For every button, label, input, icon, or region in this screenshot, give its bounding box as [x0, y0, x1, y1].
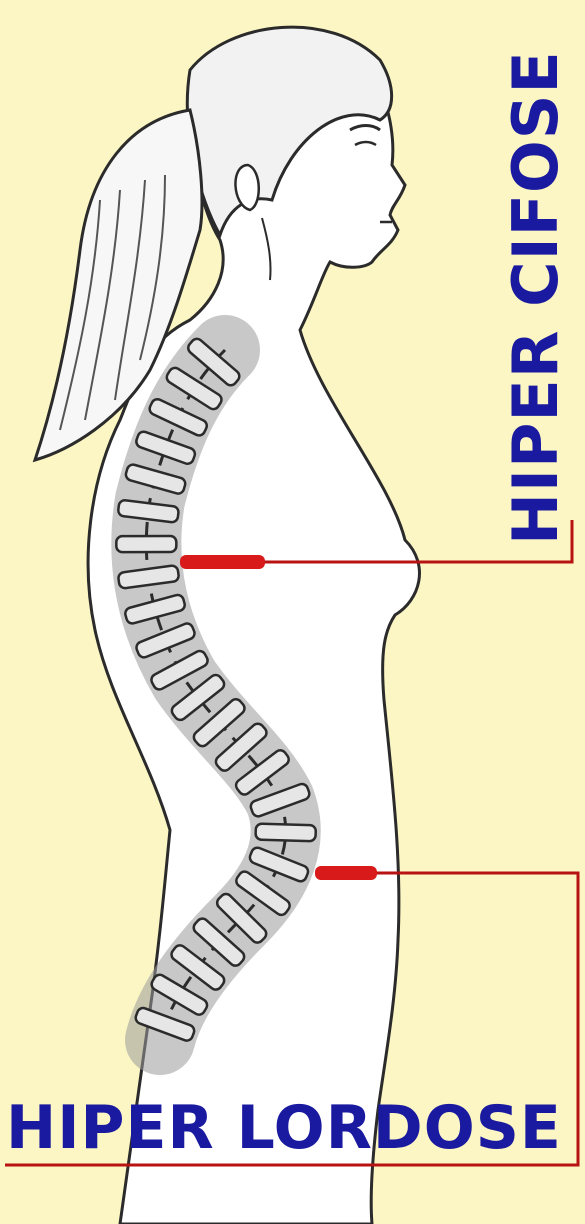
label-hiper-cifose: HIPER CIFOSE	[505, 50, 567, 545]
marker-lower	[315, 866, 377, 880]
vertebra	[255, 824, 315, 842]
vertebra	[116, 536, 176, 552]
label-hiper-lordose: HIPER LORDOSE	[6, 1098, 562, 1158]
marker-upper	[180, 555, 265, 569]
